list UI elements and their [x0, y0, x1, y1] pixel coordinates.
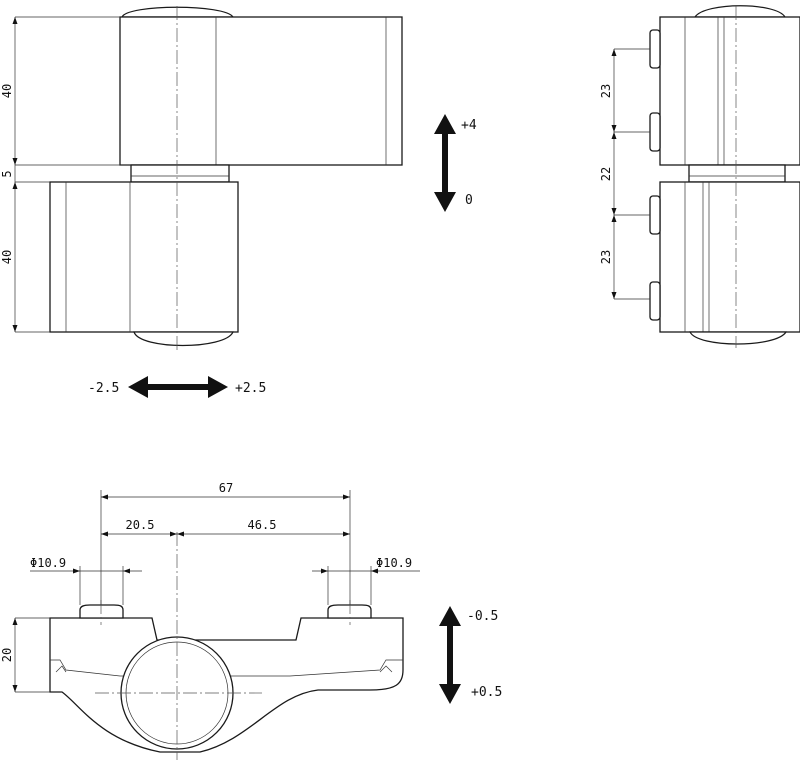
front-lower-leaf [49, 181, 239, 333]
dim-side-top: 23 [599, 84, 613, 98]
front-bottom-cap [133, 331, 234, 347]
dim-lower-height: 40 [0, 250, 14, 264]
dim-side-middle: 22 [599, 167, 613, 181]
side-lower-body [659, 181, 800, 333]
vertical-adjust-plus-label: +4 [461, 118, 477, 133]
plan-pin-right [327, 604, 372, 619]
dim-right-pin-diameter: Φ10.9 [376, 556, 412, 570]
side-pin-4 [649, 281, 661, 321]
plan-view: 67 20.5 46.5 Φ10.9 Φ10.9 20 -0.5 +0.5 [0, 481, 502, 760]
dim-plan-height: 20 [0, 648, 14, 662]
horizontal-adjust-plus-label: +2.5 [235, 381, 266, 396]
dim-overall-width: 67 [219, 481, 233, 495]
dim-upper-height: 40 [0, 84, 14, 98]
side-bottom-cap [689, 331, 788, 345]
side-pin-2 [649, 112, 661, 152]
side-top-cap [693, 5, 787, 18]
dim-gap: 5 [0, 170, 14, 177]
horizontal-adjust-arrow [128, 376, 228, 398]
dim-side-bottom: 23 [599, 250, 613, 264]
depth-adjust-plus-label: +0.5 [471, 685, 502, 700]
front-upper-leaf [119, 16, 403, 166]
side-upper-body [659, 16, 800, 166]
dim-right-offset: 46.5 [248, 518, 277, 532]
side-knuckle-ring [688, 164, 786, 183]
vertical-adjust-zero-label: 0 [465, 193, 473, 208]
horizontal-adjust-minus-label: -2.5 [88, 381, 119, 396]
front-top-cap [121, 6, 235, 18]
dim-left-offset: 20.5 [126, 518, 155, 532]
dim-left-pin-diameter: Φ10.9 [30, 556, 66, 570]
side-view: 23 22 23 [599, 5, 800, 348]
depth-adjust-arrow [439, 606, 461, 704]
front-knuckle-ring [130, 164, 230, 183]
depth-adjust-minus-label: -0.5 [467, 609, 498, 624]
plan-pin-left [79, 604, 124, 619]
vertical-adjust-arrow [434, 114, 456, 212]
side-pin-1 [649, 29, 661, 69]
front-view: 40 5 40 +4 0 -2.5 +2.5 [0, 6, 477, 398]
side-pin-3 [649, 195, 661, 235]
